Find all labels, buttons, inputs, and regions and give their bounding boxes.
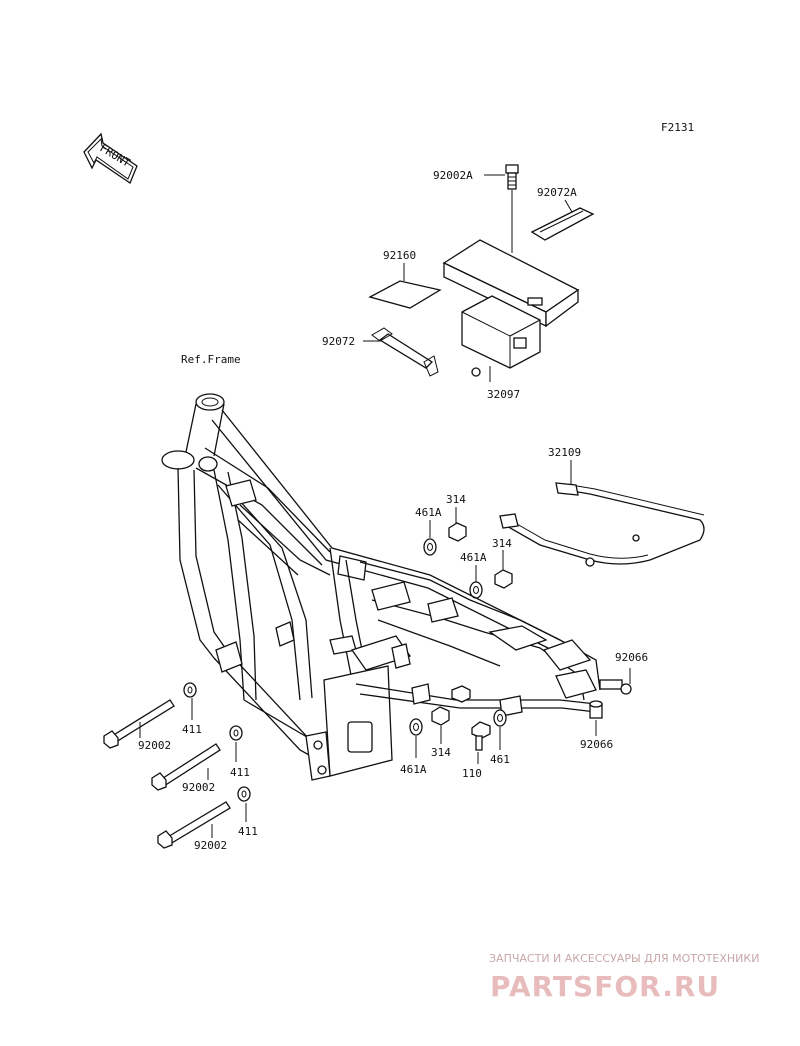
long-bolt-92002-3-icon: [157, 801, 231, 849]
bolt-110-icon: [471, 721, 491, 764]
bolt-92066-bottom-icon: [589, 700, 603, 736]
callout-411-1: 411: [182, 723, 202, 736]
bolt-92066-top-icon: [599, 668, 632, 695]
callout-32097: 32097: [487, 388, 520, 401]
nut-314-mid-icon: [494, 550, 513, 589]
washer-461-icon: [493, 709, 507, 750]
front-direction-arrow-icon: FRONT: [83, 132, 138, 184]
watermark-brand: PARTSFOR.RU: [490, 970, 720, 1003]
callout-314-top: 314: [446, 493, 466, 506]
callout-92072: 92072: [322, 335, 355, 348]
callout-92160: 92160: [383, 249, 416, 262]
callout-92066-bottom: 92066: [580, 738, 613, 751]
strap-92072-icon: [371, 327, 439, 377]
ref-frame-note: Ref.Frame: [181, 353, 241, 366]
washer-461a-bottom-icon: [409, 718, 423, 758]
motorcycle-frame-icon: [161, 393, 601, 781]
callout-32109: 32109: [548, 446, 581, 459]
battery-pad-92160-icon: [368, 263, 442, 309]
callout-110: 110: [462, 767, 482, 780]
callout-92002a: 92002A: [433, 169, 473, 182]
washer-461a-top-icon: [423, 520, 437, 556]
nut-314-bottom-icon: [431, 706, 450, 744]
callout-411-3: 411: [238, 825, 258, 838]
long-bolt-92002-1-icon: [103, 699, 175, 749]
callout-92002-3: 92002: [194, 839, 227, 852]
callout-92002-2: 92002: [182, 781, 215, 794]
strap-92072a-icon: [530, 199, 595, 241]
bracket-32109-icon: [499, 482, 705, 567]
callout-461: 461: [490, 753, 510, 766]
figure-id: F2131: [661, 121, 694, 134]
washer-411-1-icon: [183, 682, 197, 720]
callout-92002-1: 92002: [138, 739, 171, 752]
callout-314-mid: 314: [492, 537, 512, 550]
callout-461a-bottom: 461A: [400, 763, 427, 776]
washer-411-2-icon: [229, 725, 243, 762]
callout-92072a: 92072A: [537, 186, 577, 199]
long-bolt-92002-2-icon: [151, 743, 221, 791]
washer-461a-mid-icon: [469, 565, 483, 599]
callout-411-2: 411: [230, 766, 250, 779]
washer-411-3-icon: [237, 786, 251, 822]
callout-314-bottom: 314: [431, 746, 451, 759]
bolt-92002a-icon: [505, 164, 519, 253]
callout-461a-mid: 461A: [460, 551, 487, 564]
callout-461a-top: 461A: [415, 506, 442, 519]
watermark-tagline: ЗАПЧАСТИ И АКСЕССУАРЫ ДЛЯ МОТОТЕХНИКИ: [489, 952, 759, 965]
battery-case-32097-icon: [442, 239, 580, 382]
callout-92066-top: 92066: [615, 651, 648, 664]
nut-314-top-icon: [448, 507, 467, 542]
